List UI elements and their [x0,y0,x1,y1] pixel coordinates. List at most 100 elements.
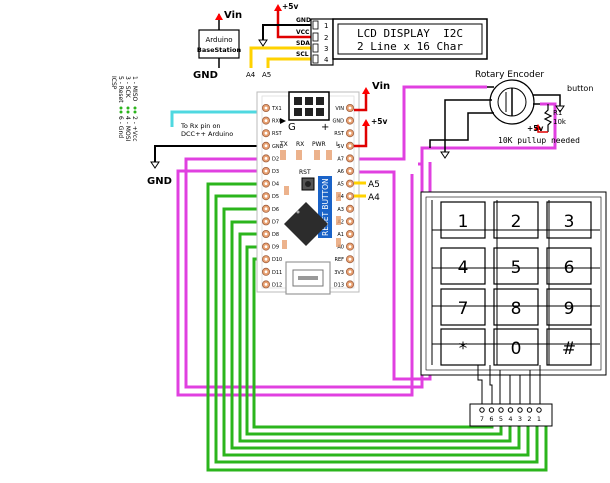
icsp-pin1-arrow-icon [280,118,286,124]
microcontroller-chip [284,202,328,246]
nano-gnd-wire [154,145,262,162]
nano-left-pin-label: D5 [272,194,279,200]
keypad-pin [526,407,533,413]
nano-gnd-icon [150,161,160,169]
keypad-pin-label: 5 [499,415,503,423]
basestation-line1: Arduino [205,36,232,44]
nano-left-pin-label: D3 [272,169,279,175]
nano-right-pin-label: 5V [337,144,344,150]
button-gnd-icon [555,105,565,113]
basestation-box [198,29,240,59]
nano-right-pin-label: A1 [337,232,344,238]
nano-right-pin-label: RST [334,131,345,137]
resistor-value: 10k [553,118,567,126]
keypad-key[interactable] [440,247,486,285]
led-tx-label: TX [279,141,288,148]
nano-right-pin-label: VIN [335,106,344,112]
lcd-gnd-icon [258,39,268,47]
basestation: Vin Arduino BaseStation GND [193,10,242,81]
lcd-pin-num-1: 1 [324,22,328,30]
keypad-key-label: 1 [458,212,469,232]
keypad-pin [498,407,504,413]
led-rx-label: RX [296,141,304,148]
nano-left-pin-label: RST [272,131,283,137]
nano-left-pin-label: GND [272,144,284,150]
resistor-name: R1 [553,109,562,117]
nano-right-pin-label: 3V3 [334,270,344,276]
keypad-key[interactable] [493,328,539,366]
keypad-key-label: 7 [458,299,469,319]
nano-right-pin-label: A3 [337,207,344,213]
nano-left-pin-label: RX0 [272,119,282,125]
keypad-pin-label: 4 [508,415,512,423]
nano-vin-label: Vin [372,81,390,92]
lcd-pin-num-2: 2 [324,34,328,42]
led-l-label: L [336,141,340,148]
nano-left-pin-label: D6 [272,207,279,213]
lcd-pin-label-4: SCL [296,51,309,58]
keypad-key[interactable] [546,201,592,239]
keypad-key[interactable] [440,288,486,326]
nano-gnd-label: GND [147,176,172,187]
icsp-line-6: 6 - Gnd [117,116,124,138]
lcd-a5-label: A5 [262,71,271,79]
nano-right-wires: Vin +5v A5 A4 [354,81,390,203]
nano-left-pin-label: D11 [272,270,282,276]
keypad-key-label: 0 [511,339,522,359]
keypad-pin [536,407,542,413]
icsp-line-1: 1 - MISO [131,76,138,102]
nano-right-pin-label: REF [334,257,344,263]
icsp-line-2: 2 - +Vcc [131,116,138,142]
keypad-key-label: 9 [564,299,575,319]
lcd-supply-label: +5v [282,2,299,11]
encoder-button-label: button [567,84,593,93]
nano-right-pin-label: A7 [337,156,344,162]
lcd-supply-arrow-icon [274,4,282,11]
rx-note-line2: DCC++ Arduino [181,130,233,138]
nano-left-pin-label: D8 [272,232,279,238]
keypad-pin [488,407,495,413]
nano-supply-arrow-icon [362,119,370,126]
icsp-line-5: 5 - Reset [117,76,124,103]
keypad-key[interactable] [546,328,592,366]
nano-left-pin-label: D10 [272,257,282,263]
keypad-key[interactable] [493,247,539,285]
nano-left-pin-label: D7 [272,219,279,225]
lcd-pin-num-3: 3 [324,45,328,53]
basestation-gnd: GND [193,70,218,81]
rx-note-line1: To Rx pin on [180,122,221,130]
encoder-title: Rotary Encoder [475,70,544,80]
lcd-pin-label-2: VCC [296,29,310,36]
pullup-resistor [543,104,553,132]
rotary-encoder: Rotary Encoder button R1 10k +5v 10K pul… [429,70,593,159]
lcd-pin-label-1: GND [296,17,311,24]
keypad-key[interactable] [440,328,486,366]
led-pwr-label: PWR [312,141,326,148]
nano-left-pin-label: D2 [272,156,279,162]
keypad-key[interactable] [493,201,539,239]
lcd-display: +5v A4 A5 GND VCC SDA SCL 1 2 3 4 LCD DI… [246,2,488,79]
keypad-key[interactable] [493,288,539,326]
encoder-supply-label: +5v [527,124,544,133]
nano-right-pin-label: A5 [337,182,344,188]
keypad-pin-label: 3 [518,415,522,423]
nano-left-pin-label: TX1 [271,106,282,112]
nano-left-pin-label: D12 [272,282,282,288]
keypad-key-label: 8 [511,299,522,319]
keypad-pin-label: 2 [527,415,531,423]
rx-wire [170,110,262,127]
basestation-vin: Vin [224,10,242,21]
icsp-title: ICSP [110,76,117,90]
nano-right-pin-label: A0 [337,245,344,251]
vin-arrow-icon [215,13,223,20]
icsp-line-4: 4 - MOSI [124,116,131,142]
keypad-key-label: 3 [564,212,575,232]
keypad-pin [517,407,523,413]
nano-right-pin-label: A6 [337,169,344,175]
keypad-pin [479,407,485,413]
keypad-key[interactable] [546,288,592,326]
keypad-key[interactable] [546,247,592,285]
keypad-key[interactable] [440,201,486,239]
